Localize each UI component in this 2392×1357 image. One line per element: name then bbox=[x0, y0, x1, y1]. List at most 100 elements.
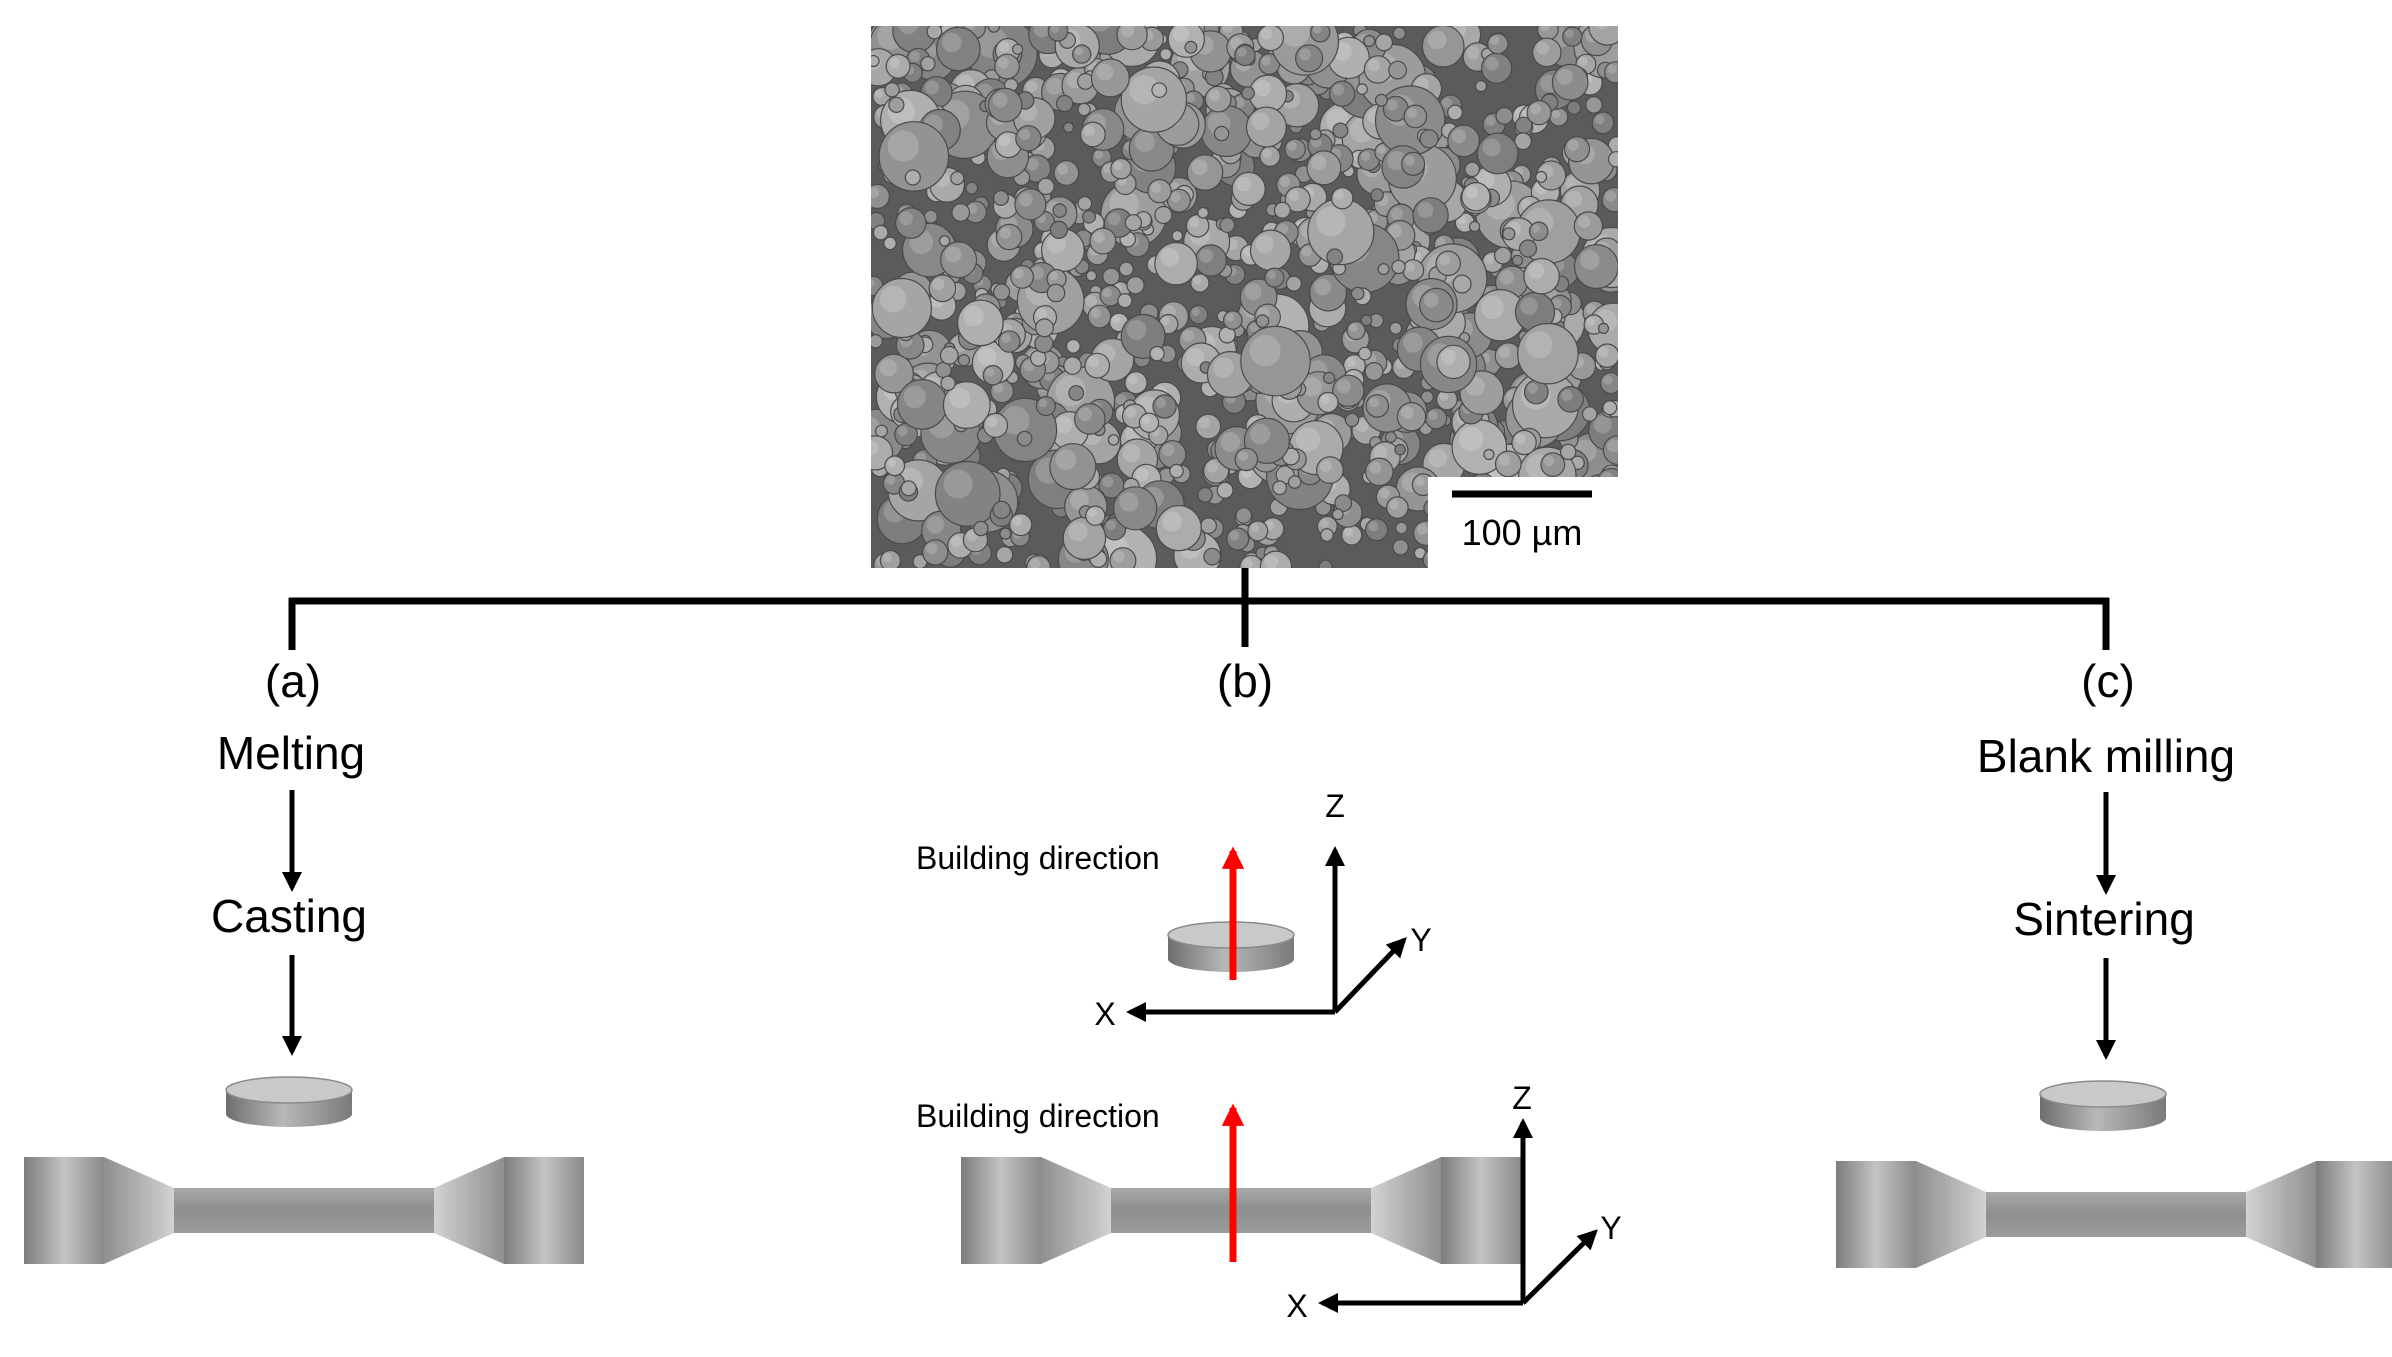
particle-highlight bbox=[1208, 89, 1221, 102]
powder-particle bbox=[957, 299, 1004, 347]
particle-highlight bbox=[985, 367, 995, 377]
powder-particle bbox=[1011, 43, 1024, 55]
particle-highlight bbox=[1036, 308, 1047, 319]
powder-particles bbox=[871, 26, 1618, 568]
particle-highlight bbox=[898, 26, 918, 35]
particle-highlight bbox=[1481, 296, 1504, 319]
particle-highlight bbox=[1490, 36, 1500, 46]
powder-particle bbox=[1197, 206, 1209, 219]
powder-particle bbox=[1357, 346, 1372, 361]
particle-highlight bbox=[1107, 212, 1121, 226]
powder-particle bbox=[1113, 486, 1158, 531]
powder-particle bbox=[1155, 505, 1202, 552]
powder-particle bbox=[871, 435, 894, 471]
powder-particle bbox=[1049, 220, 1069, 239]
powder-particle bbox=[965, 181, 979, 195]
particle-highlight bbox=[1346, 357, 1357, 368]
particle-highlight bbox=[889, 57, 900, 68]
powder-particle bbox=[1256, 26, 1284, 52]
powder-particle bbox=[1374, 33, 1393, 52]
powder-particle bbox=[1526, 100, 1552, 126]
powder-particle bbox=[1184, 40, 1198, 54]
particle-highlight bbox=[1113, 161, 1123, 171]
powder-particle bbox=[1360, 314, 1373, 327]
particle-highlight bbox=[1102, 288, 1112, 298]
powder-particle bbox=[1126, 276, 1145, 295]
building-direction-label-upper: Building direction bbox=[916, 840, 1160, 876]
powder-particle bbox=[1563, 136, 1591, 163]
tensile-specimen-a bbox=[24, 1157, 584, 1264]
particle-highlight bbox=[1332, 84, 1345, 96]
particle-highlight bbox=[1593, 415, 1612, 434]
powder-particle bbox=[1578, 506, 1618, 568]
powder-particle bbox=[939, 345, 959, 365]
powder-particle bbox=[1247, 520, 1269, 542]
powder-particle bbox=[1223, 310, 1243, 330]
powder-particle bbox=[1309, 128, 1322, 141]
powder-particle bbox=[1053, 160, 1080, 186]
powder-particle bbox=[1118, 261, 1134, 277]
powder-particle bbox=[1052, 203, 1067, 218]
powder-particle bbox=[1494, 450, 1522, 478]
powder-particle bbox=[871, 277, 933, 339]
particle-highlight bbox=[1038, 398, 1048, 408]
particle-highlight bbox=[871, 187, 880, 199]
powder-particle bbox=[1318, 559, 1333, 568]
powder-particle bbox=[1421, 26, 1465, 68]
powder-particle bbox=[1077, 102, 1091, 117]
powder-particle bbox=[1213, 125, 1230, 142]
powder-particle bbox=[1197, 487, 1213, 503]
particle-highlight bbox=[1250, 523, 1260, 533]
particle-highlight bbox=[1261, 56, 1271, 66]
powder-particle bbox=[1597, 322, 1610, 334]
powder-particle bbox=[922, 539, 949, 566]
powder-particle bbox=[1166, 188, 1191, 213]
particle-highlight bbox=[1134, 132, 1155, 152]
powder-particle bbox=[995, 223, 1023, 251]
particle-highlight bbox=[1586, 317, 1596, 327]
powder-particle bbox=[1055, 94, 1074, 113]
particle-highlight bbox=[1379, 487, 1390, 499]
particle-highlight bbox=[1485, 254, 1495, 264]
powder-particle bbox=[928, 274, 957, 303]
particle-highlight bbox=[1525, 331, 1553, 359]
powder-particle bbox=[1154, 205, 1173, 225]
powder-particle bbox=[1423, 499, 1441, 517]
powder-particle bbox=[1356, 83, 1368, 95]
disc-a bbox=[225, 1076, 353, 1127]
particle-highlight bbox=[1314, 278, 1331, 296]
powder-particle bbox=[1422, 547, 1447, 568]
particle-highlight bbox=[1585, 303, 1596, 314]
powder-particle bbox=[1322, 371, 1336, 384]
powder-particle bbox=[1439, 512, 1464, 537]
powder-particle bbox=[1350, 286, 1365, 301]
particle-highlight bbox=[1551, 110, 1561, 119]
particle-highlight bbox=[1344, 527, 1354, 537]
particle-highlight bbox=[1255, 235, 1274, 254]
particle-highlight bbox=[1279, 26, 1310, 47]
powder-particle bbox=[1511, 254, 1524, 267]
particle-highlight bbox=[875, 89, 884, 98]
powder-particle bbox=[1117, 293, 1133, 309]
powder-particle bbox=[951, 203, 971, 222]
particle-highlight bbox=[887, 130, 920, 162]
powder-particle bbox=[1190, 273, 1210, 293]
powder-particle bbox=[1391, 259, 1406, 275]
particle-highlight bbox=[1198, 417, 1211, 429]
particle-highlight bbox=[1436, 237, 1446, 247]
powder-particle bbox=[1475, 497, 1488, 511]
powder-particle bbox=[997, 330, 1021, 353]
powder-particle bbox=[982, 364, 1004, 386]
particle-highlight bbox=[1586, 514, 1614, 542]
powder-particle bbox=[1037, 177, 1055, 196]
disc-c bbox=[2039, 1080, 2167, 1131]
particle-highlight bbox=[945, 246, 962, 263]
particle-highlight bbox=[1001, 333, 1011, 344]
particle-highlight bbox=[1606, 484, 1618, 496]
powder-particle bbox=[1107, 434, 1120, 446]
particle-highlight bbox=[1155, 397, 1167, 409]
particle-highlight bbox=[986, 416, 998, 428]
powder-particle bbox=[1046, 283, 1066, 303]
particle-highlight bbox=[871, 416, 881, 442]
